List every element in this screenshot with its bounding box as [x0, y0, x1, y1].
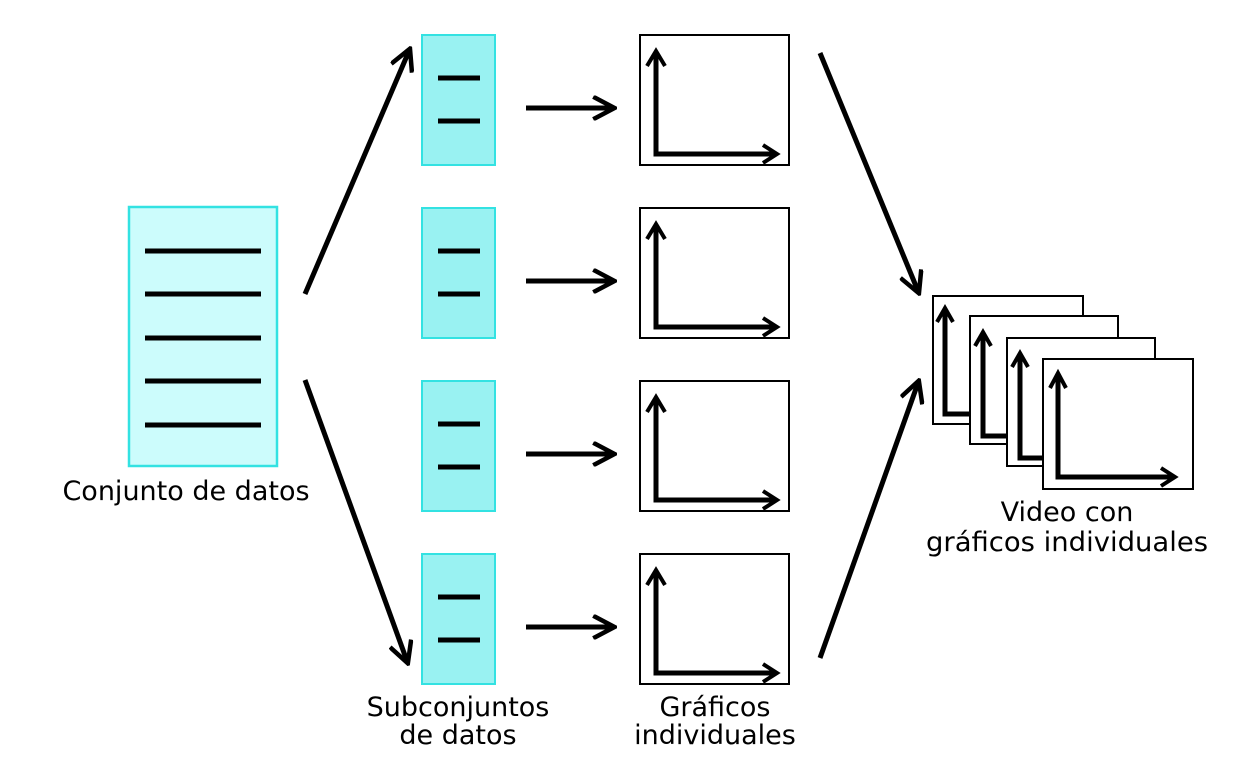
merge-arrow-bottom — [817, 383, 918, 659]
dataset-table-icon — [127, 205, 279, 468]
plot-chart-axes-icon — [639, 380, 790, 512]
video-frame — [1042, 358, 1194, 490]
dataset-label: Conjunto de datos — [62, 476, 309, 507]
split-arrow-up — [302, 51, 409, 295]
plot-chart-axes-icon — [639, 553, 790, 685]
video-label-line2: gráficos individuales — [926, 527, 1208, 558]
plot-chart-axes-icon — [639, 207, 790, 339]
merge-arrow-top — [817, 52, 918, 291]
subset-table-icon — [421, 553, 496, 685]
subset-table-icon — [421, 380, 496, 512]
subsets-label-line2: de datos — [399, 720, 516, 751]
split-arrow-down — [302, 379, 407, 661]
subsets-label-line1: Subconjuntos — [367, 692, 550, 723]
plots-label-line1: Gráficos — [659, 692, 770, 723]
plots-label-line2: individuales — [634, 720, 796, 751]
video-label-line1: Video con — [1001, 497, 1134, 528]
subset-table-icon — [421, 34, 496, 166]
video-stacked-frames-icon — [932, 295, 1194, 490]
subset-table-icon — [421, 207, 496, 339]
plot-chart-axes-icon — [639, 34, 790, 166]
